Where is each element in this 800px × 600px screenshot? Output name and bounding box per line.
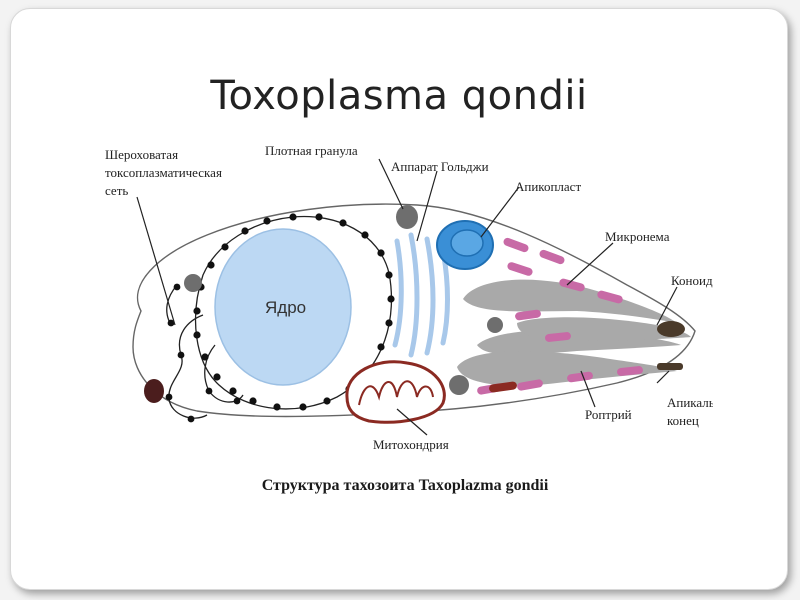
er-ribosomes — [165, 213, 395, 423]
rhoptry-dark — [489, 381, 517, 393]
figure: Ядро — [97, 135, 713, 533]
mitochondrion — [345, 360, 446, 424]
label-microneme: Микронема — [605, 229, 670, 244]
label-conoid: Коноид — [671, 273, 713, 288]
apicoplast-inner — [450, 229, 484, 257]
label-golgi: Аппарат Гольджи — [391, 159, 489, 174]
label-apicoplast: Апикопласт — [515, 179, 581, 194]
conoid — [657, 321, 685, 337]
label-rhoptry: Роптрий — [585, 407, 632, 422]
figure-caption: Структура тахозоита Taxoplazma gondii — [261, 477, 549, 494]
dense-granules — [184, 205, 503, 395]
nucleus — [214, 228, 352, 386]
label-rough-er-1: Шероховатая — [105, 147, 178, 162]
label-mitochondrion: Митохондрия — [373, 437, 449, 452]
apical-cap — [657, 363, 683, 370]
nucleus-label: Ядро — [265, 298, 306, 317]
tachyzoite-diagram: Ядро — [105, 143, 713, 452]
leader-lines — [136, 158, 678, 436]
label-apical-end-2: конец — [667, 413, 699, 428]
label-rough-er-3: сеть — [105, 183, 128, 198]
slide-title: Toxoplasma qondii — [210, 73, 588, 119]
slide: Toxoplasma qondii Ядро — [10, 8, 788, 590]
micronemes — [477, 237, 643, 395]
label-dense-granule: Плотная гранула — [265, 143, 358, 158]
dark-granule — [144, 379, 164, 403]
label-rough-er-2: токсоплазматическая — [105, 165, 222, 180]
label-apical-end-1: Апикальный — [667, 395, 713, 410]
